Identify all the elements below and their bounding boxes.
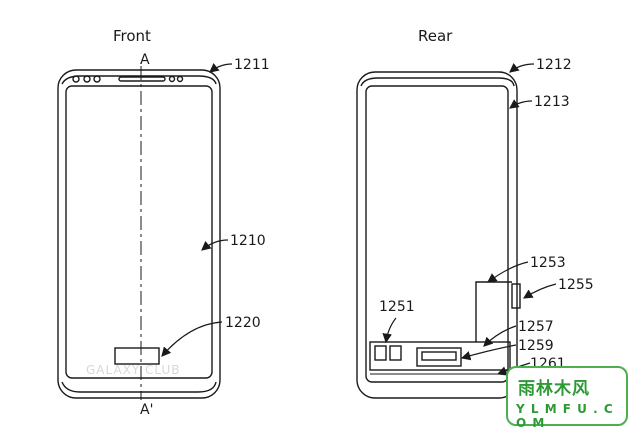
rear-sensor-1259-inner [421,351,457,361]
label-1255: 1255 [558,277,594,293]
label-1212: 1212 [536,57,572,73]
rear-phone-outline [356,71,518,399]
front-speaker-grille [118,76,166,82]
leader-1210 [201,239,229,251]
leader-1259 [460,344,517,361]
leader-1211 [209,63,233,73]
leader-1251 [382,317,397,344]
front-fingerprint-area-1220 [114,347,160,365]
front-sensor-2 [83,75,91,83]
label-1213: 1213 [534,94,570,110]
front-sensor-3 [93,75,101,83]
leader-1213 [509,99,533,109]
rear-module-cell-2 [389,345,402,361]
front-bottom-bezel [61,381,217,393]
label-1259: 1259 [518,338,554,354]
leader-1257 [483,325,517,347]
label-1257: 1257 [518,319,554,335]
rear-title: Rear [418,27,453,45]
rear-flex-1253 [475,281,512,342]
site-logo: 雨林木风 Y L M F U . C O M [506,366,628,430]
front-top-bezel [61,75,217,85]
leader-1212 [509,63,535,73]
front-phone-outline [57,69,221,399]
leader-1253 [487,261,529,283]
rear-module-cell-1 [374,345,387,361]
logo-url: Y L M F U . C O M [516,402,614,430]
front-sensor-5 [176,75,184,83]
rear-connector-1255 [511,283,521,309]
front-sensor-1 [72,75,80,83]
rear-module-1251 [369,341,511,371]
leader-1255 [522,283,557,299]
label-1211: 1211 [234,57,270,73]
front-phone [57,66,221,400]
section-mark-bottom: A' [140,402,153,418]
label-1251: 1251 [379,299,415,315]
watermark: GALAXY CLUB [86,363,181,377]
front-title: Front [113,27,151,45]
rear-cover-1213 [365,85,509,383]
logo-title: 雨林木风 [518,379,590,399]
rear-sensor-1259-outer [416,347,462,367]
rear-top-edge [360,77,515,87]
label-1220: 1220 [225,315,261,331]
front-display-1210 [65,85,213,379]
section-mark-top: A [140,52,150,68]
leader-1220 [161,321,223,357]
front-sensor-4 [168,75,176,83]
label-1253: 1253 [530,255,566,271]
label-1210: 1210 [230,233,266,249]
